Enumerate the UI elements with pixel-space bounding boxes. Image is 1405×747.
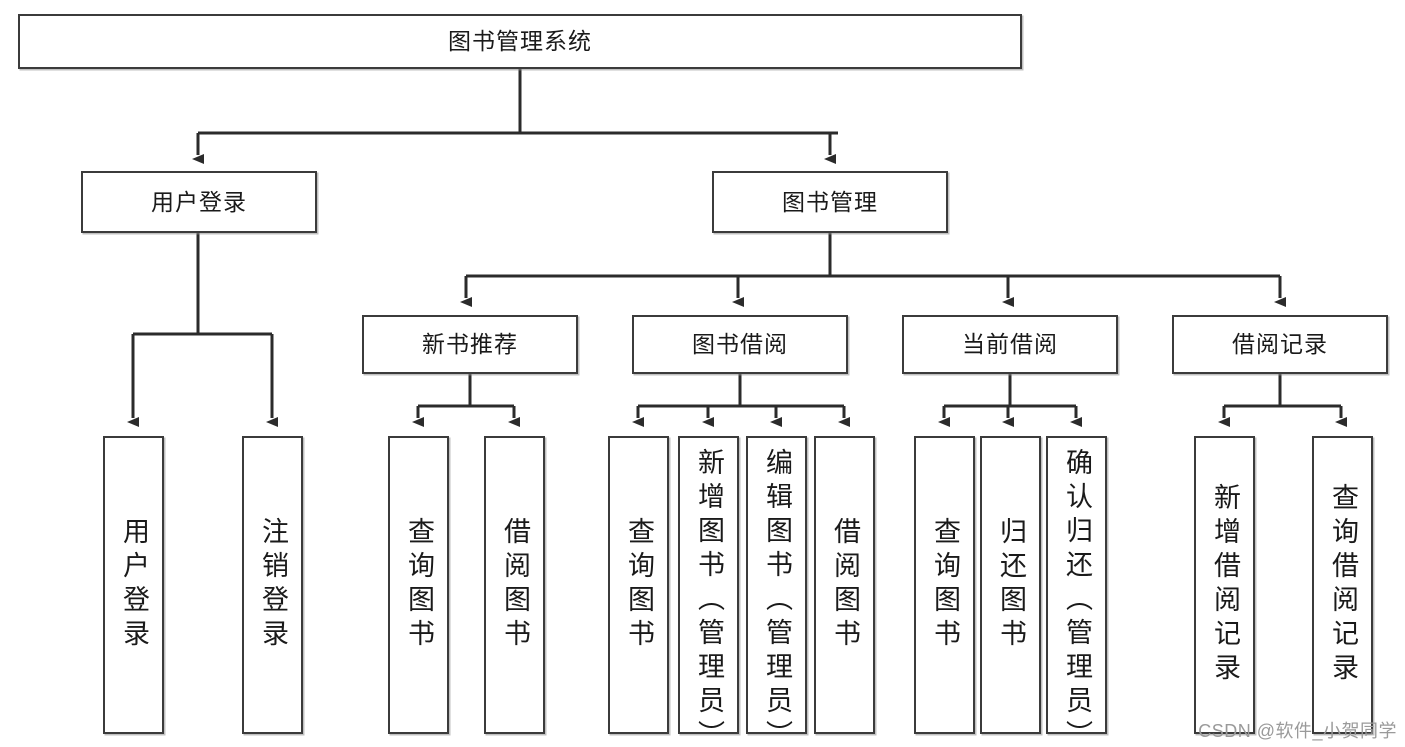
leaf-label: 查询图书: [930, 517, 960, 653]
node-root[interactable]: 图书管理系统: [18, 14, 1022, 69]
leaf-borrow-record-add-record[interactable]: 新增借阅记录: [1194, 436, 1255, 734]
leaf-user-login-logout[interactable]: 注销登录: [242, 436, 303, 734]
leaf-user-login-login[interactable]: 用户登录: [103, 436, 164, 734]
node-borrow-record[interactable]: 借阅记录: [1172, 315, 1388, 374]
leaf-book-borrow-edit-book[interactable]: 编辑图书（管理员）: [746, 436, 807, 747]
node-book-borrow[interactable]: 图书借阅: [632, 315, 848, 374]
leaf-new-book-query-book[interactable]: 查询图书: [388, 436, 449, 734]
leaf-label: 查询图书: [404, 517, 434, 653]
leaf-new-book-borrow-book[interactable]: 借阅图书: [484, 436, 545, 734]
leaf-label: 借阅图书: [500, 517, 530, 653]
leaf-current-borrow-confirm-return[interactable]: 确认归还（管理员）: [1046, 436, 1107, 747]
node-root-label: 图书管理系统: [448, 28, 592, 55]
leaf-current-borrow-return-book[interactable]: 归还图书: [980, 436, 1041, 734]
leaf-label: 查询图书: [624, 517, 654, 653]
leaf-current-borrow-query-book[interactable]: 查询图书: [914, 436, 975, 734]
node-book-management-label: 图书管理: [782, 188, 878, 215]
node-current-borrow[interactable]: 当前借阅: [902, 315, 1118, 374]
leaf-label: 归还图书: [996, 517, 1026, 653]
node-user-login[interactable]: 用户登录: [81, 171, 317, 233]
leaf-book-borrow-query-book[interactable]: 查询图书: [608, 436, 669, 734]
leaf-label: 查询借阅记录: [1328, 483, 1358, 687]
leaf-book-borrow-borrow-book[interactable]: 借阅图书: [814, 436, 875, 734]
node-book-management[interactable]: 图书管理: [712, 171, 948, 233]
leaf-label: 注销登录: [258, 517, 288, 653]
watermark: CSDN @软件_小贺同学: [1198, 721, 1397, 741]
leaf-label: 确认归还（管理员）: [1062, 448, 1092, 747]
leaf-label: 用户登录: [119, 517, 149, 653]
node-book-borrow-label: 图书借阅: [692, 331, 788, 358]
leaf-label: 借阅图书: [830, 517, 860, 653]
leaf-label: 编辑图书（管理员）: [762, 448, 792, 747]
leaf-label: 新增借阅记录: [1210, 483, 1240, 687]
node-new-book-recommend[interactable]: 新书推荐: [362, 315, 578, 374]
leaf-borrow-record-query-record[interactable]: 查询借阅记录: [1312, 436, 1373, 734]
leaf-book-borrow-add-book[interactable]: 新增图书（管理员）: [678, 436, 739, 747]
leaf-label: 新增图书（管理员）: [694, 448, 724, 747]
node-current-borrow-label: 当前借阅: [962, 331, 1058, 358]
node-new-book-recommend-label: 新书推荐: [422, 331, 518, 358]
node-user-login-label: 用户登录: [151, 188, 247, 215]
node-borrow-record-label: 借阅记录: [1232, 331, 1328, 358]
